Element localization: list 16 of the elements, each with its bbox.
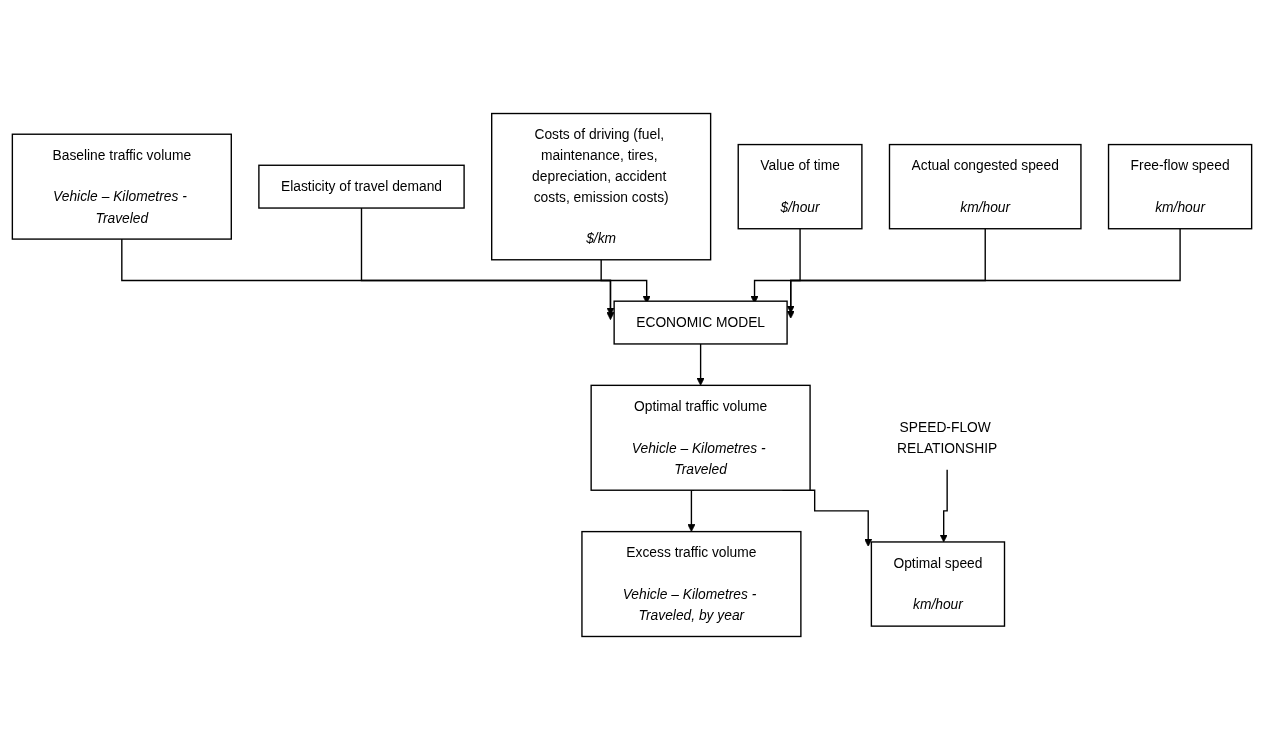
arrow bbox=[696, 343, 705, 386]
arrow bbox=[121, 238, 615, 321]
arrow bbox=[687, 489, 696, 532]
node-box: Excess traffic volume Vehicle – Kilometres - Traveled, by year bbox=[581, 530, 802, 638]
node-box: ECONOMIC MODEL bbox=[613, 300, 788, 345]
node-box: Elasticity of travel demand bbox=[258, 164, 465, 209]
node-box: Value of time $/hour bbox=[737, 143, 863, 230]
node-box: Actual congested speed km/hour bbox=[888, 143, 1082, 230]
node-box: Free-flow speed km/hour bbox=[1107, 143, 1253, 230]
node-box: Optimal speed km/hour bbox=[870, 541, 1006, 627]
node-box: Baseline traffic volume Vehicle – Kilometres - Traveled bbox=[11, 133, 232, 240]
arrow bbox=[360, 207, 615, 316]
arrow bbox=[939, 468, 948, 543]
node-text: SPEED-FLOW RELATIONSHIP bbox=[897, 418, 998, 456]
node-box: Costs of driving (fuel, maintenance, tires, depreciation, accident costs, emission costs) $/km bbox=[491, 112, 712, 261]
node-box: Optimal traffic volume Vehicle – Kilometres - Traveled bbox=[590, 384, 811, 491]
